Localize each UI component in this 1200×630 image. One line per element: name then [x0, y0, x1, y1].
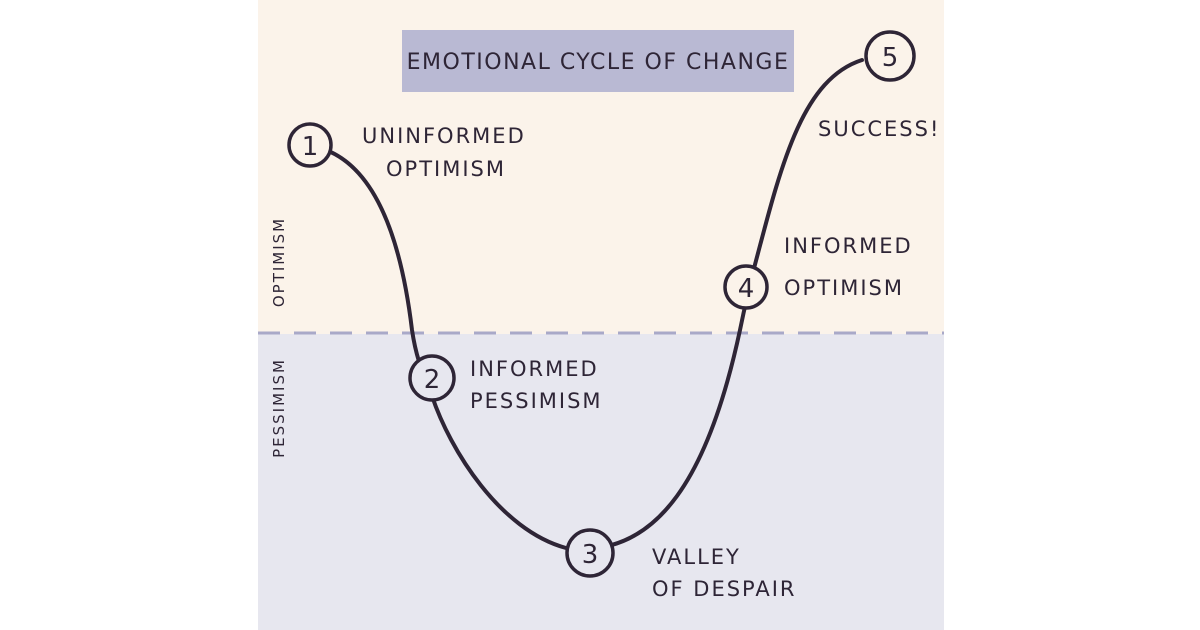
stage-4-circle [723, 264, 769, 310]
title-box [402, 30, 794, 92]
stage-4-number: 4 [738, 274, 755, 304]
stage-3-circle [565, 528, 615, 578]
pessimism-zone-label: PESSIMISM [270, 358, 288, 458]
stage-3-label-line1: VALLEY [652, 545, 741, 569]
stage-3: 3 VALLEY OF DESPAIR [565, 528, 797, 601]
stage-2-number: 2 [424, 365, 441, 395]
stage-2: 2 INFORMED PESSIMISM [408, 354, 603, 413]
stage-1-number: 1 [302, 132, 319, 162]
stage-3-number: 3 [582, 540, 599, 570]
stage-5-number: 5 [882, 43, 899, 73]
stage-1-circle [287, 122, 333, 168]
stage-1-label-line1: UNINFORMED [362, 124, 526, 148]
stage-4: 4 INFORMED OPTIMISM [723, 234, 913, 310]
stage-2-label-line1: INFORMED [470, 357, 599, 381]
stage-3-label-line2: OF DESPAIR [652, 577, 797, 601]
stage-2-label-line2: PESSIMISM [470, 389, 603, 413]
diagram-title: EMOTIONAL CYCLE OF CHANGE [407, 50, 790, 75]
stage-5: 5 SUCCESS! [818, 30, 940, 141]
stage-1-label-line2: OPTIMISM [386, 157, 506, 181]
stage-5-circle [864, 30, 916, 82]
stage-4-label-line2: OPTIMISM [784, 276, 904, 300]
pessimism-zone [258, 334, 944, 630]
stage-5-label-line1: SUCCESS! [818, 117, 940, 141]
stage-2-circle [408, 354, 456, 402]
optimism-zone-label: OPTIMISM [270, 217, 288, 307]
stage-4-label-line1: INFORMED [784, 234, 913, 258]
stage-1: 1 UNINFORMED OPTIMISM [287, 122, 526, 181]
